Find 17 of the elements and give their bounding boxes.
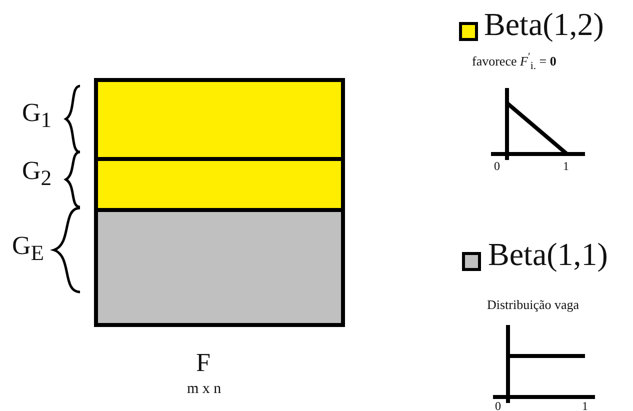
matrix-band [98, 212, 341, 323]
note: Distribuição vaga [487, 298, 580, 311]
legend-label: Beta(1,1) [488, 238, 608, 270]
tick-label: 0 [495, 400, 501, 411]
matrix-box [94, 78, 345, 327]
matrix-band [98, 82, 341, 161]
tick-label: 0 [494, 160, 500, 172]
matrix-dimension: m x n [187, 382, 222, 397]
group-label: G$_{1}$ [22, 100, 52, 132]
tick-label: 1 [582, 400, 588, 411]
matrix-band [98, 161, 341, 212]
tick-label: 1 [563, 160, 569, 172]
formula-note: favorece F$^{′}$$_{i.}$ = 0 [472, 52, 556, 72]
matrix-name: F [196, 350, 210, 376]
group-label: G$_{E}$ [12, 233, 44, 265]
group-label: G$_{2}$ [22, 158, 52, 190]
legend-label: Beta(1,2) [484, 8, 604, 40]
